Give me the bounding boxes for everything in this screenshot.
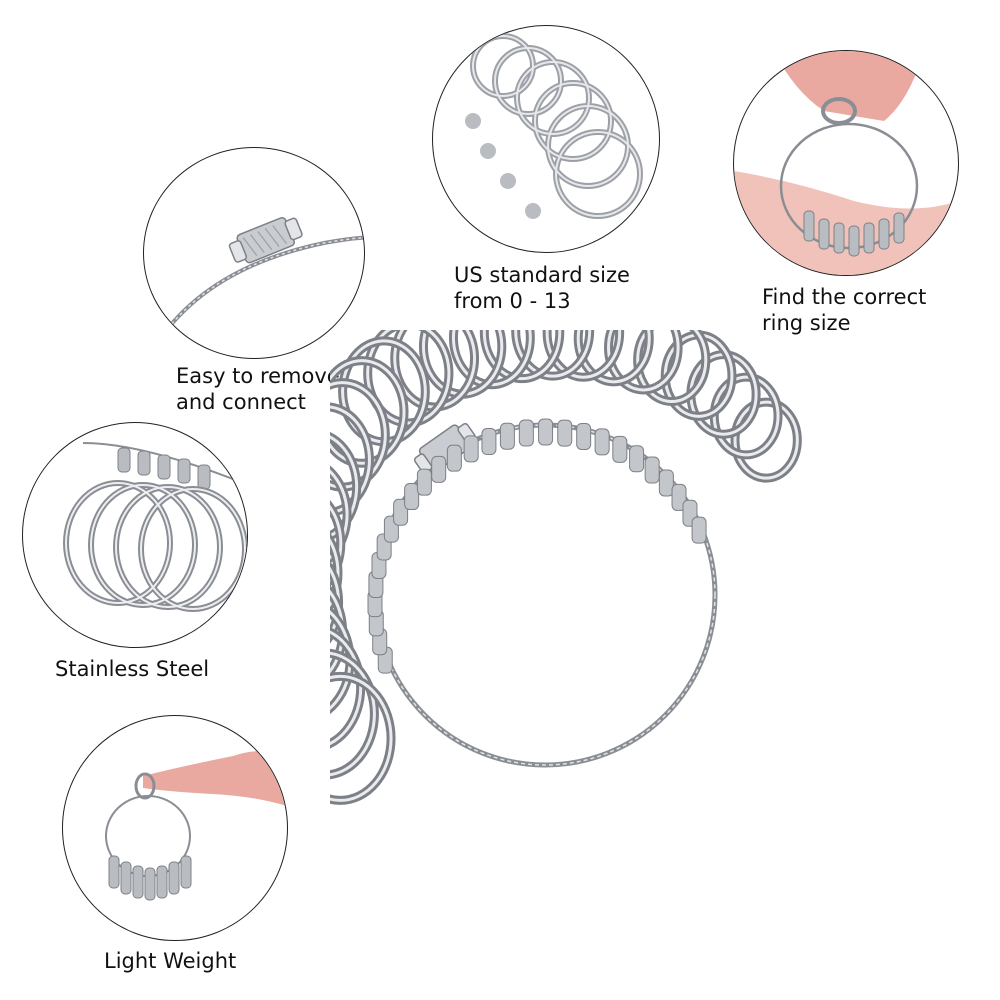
size-ring-highlight [330,651,376,777]
size-tab [518,419,534,447]
size-ring-highlight [636,330,708,403]
size-tab [431,455,447,483]
caption-line: ring size [762,311,851,335]
caption-line: and connect [176,390,306,414]
size-ring-highlight [607,330,680,392]
size-tab [691,516,707,544]
size-tab [594,428,610,456]
feature-caption-steel: Stainless Steel [55,656,209,682]
size-ring-highlight [576,330,651,384]
size-tab [481,428,497,456]
size-ring-highlight [482,330,562,381]
feature-circle-steel [22,422,248,648]
size-ring-highlight [330,435,359,538]
size-ring-highlight [514,330,592,378]
ring-sizer-illustration [330,330,802,805]
size-tab [538,418,554,446]
ring-stack-icon [465,33,643,219]
size-tab [416,468,432,496]
caption-line: from 0 - 13 [454,289,571,313]
size-ring-highlight [330,469,349,560]
size-ring-highlight [330,359,406,465]
size-tab [557,419,573,447]
size-tab [404,483,420,511]
size-tab [629,445,645,473]
caption-line: Find the correct [762,285,927,309]
finger-ring-icon [734,51,958,275]
feature-caption-wire: Easy to remove and connect [176,363,340,415]
size-ring-highlight [330,630,363,746]
size-ring-highlight [330,504,343,582]
size-tab [658,469,674,497]
size-ring-highlight [366,330,451,425]
caption-line: Stainless Steel [55,657,210,681]
wire-clasp-icon [152,216,364,350]
steel-rings-icon [63,442,247,612]
feature-circle-fit [733,50,959,276]
caption-line: US standard size [454,263,630,287]
feature-circle-weight [62,715,288,941]
size-tab [446,444,462,472]
size-ring-highlight [330,674,393,802]
size-ring-highlight [545,330,622,379]
feature-circle-wire [143,147,365,359]
feature-caption-weight: Light Weight [104,948,236,974]
size-tab [671,483,687,511]
size-tab [499,422,515,450]
size-tab [463,435,479,463]
size-tab [576,422,592,450]
size-ring-highlight [330,538,340,608]
feature-circle-sizes [432,25,660,253]
size-tab [644,456,660,484]
size-ring-highlight [733,400,799,480]
caption-line: Light Weight [104,949,237,973]
feature-caption-sizes: US standard size from 0 - 13 [454,262,630,314]
caption-line: Easy to remove [176,364,340,388]
hanging-rings-icon [105,751,287,901]
feature-caption-fit: Find the correct ring size [762,284,926,336]
size-ring-highlight [330,405,371,515]
size-tab [612,435,628,463]
size-tab [393,498,409,526]
